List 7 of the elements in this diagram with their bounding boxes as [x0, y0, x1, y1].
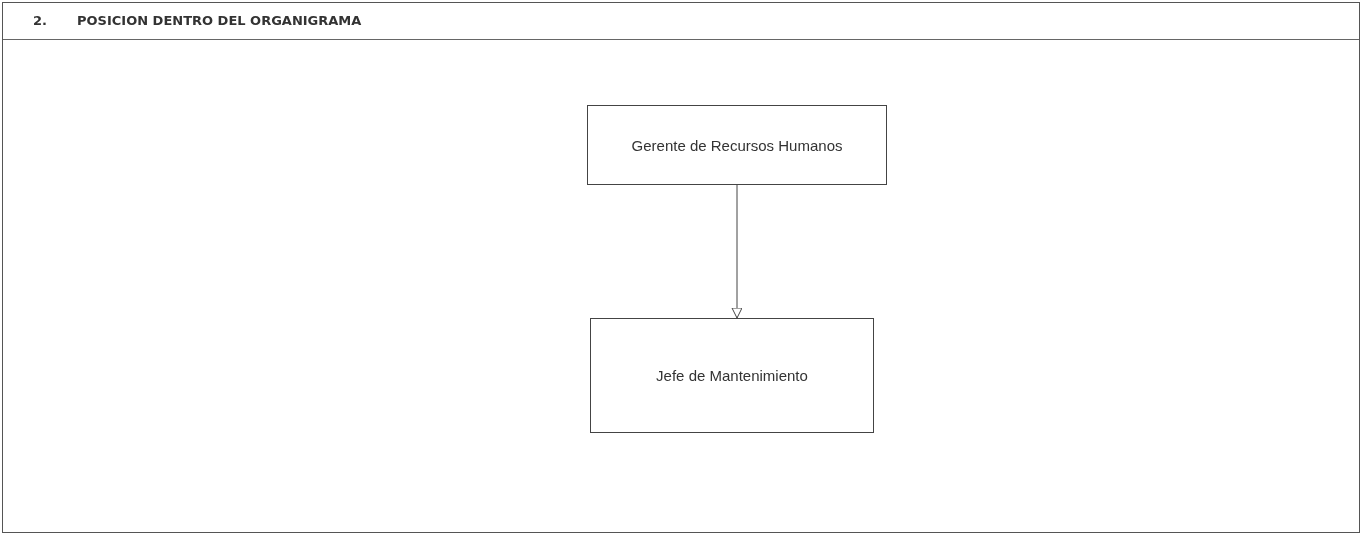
position-title: Jefe de Mantenimiento — [656, 367, 808, 384]
arrow — [731, 184, 743, 319]
position-box — [587, 105, 887, 185]
section-number: 2. — [33, 13, 47, 28]
position-box — [590, 318, 874, 433]
position-title: Gerente de Recursos Humanos — [631, 136, 843, 154]
section-title: POSICION DENTRO DEL ORGANIGRAMA — [77, 13, 362, 28]
